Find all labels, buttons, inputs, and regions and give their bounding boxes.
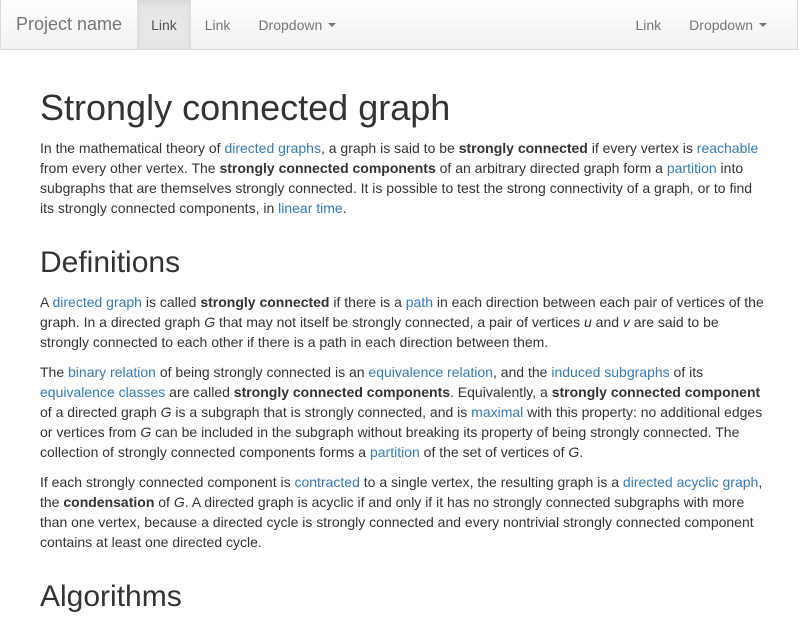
bold-term: strongly connected [458,140,588,156]
text: In the mathematical theory of [40,140,225,156]
link-directed-acyclic-graph[interactable]: directed acyclic graph [622,474,759,490]
italic-var: G [160,404,172,420]
text: is a subgraph that is strongly connected… [171,404,472,420]
nav-link[interactable]: Link [204,16,231,33]
text: If each strongly connected component is [40,474,295,490]
italic-var: G [173,494,185,510]
nav-right-dropdown[interactable]: Dropdown [675,0,781,49]
text: A [40,294,53,310]
text: of [154,494,174,510]
link-partition-2[interactable]: partition [369,444,420,460]
text: that may not itself be strongly connecte… [215,314,584,330]
text: of being strongly connected is an [155,364,369,380]
nav-dropdown[interactable]: Dropdown [244,0,350,49]
section-heading-algorithms: Algorithms [40,580,182,613]
nav-right-dropdown-label: Dropdown [689,16,753,33]
nav-left: Link Link Dropdown [137,0,350,49]
bold-term: strongly connected components [233,384,451,400]
nav-dropdown-label: Dropdown [258,16,323,33]
text: is called [141,294,201,310]
link-reachable[interactable]: reachable [696,140,759,156]
bold-term: condensation [63,494,155,510]
navbar-spacer [350,0,621,49]
link-maximal[interactable]: maximal [471,404,524,420]
link-path[interactable]: path [405,294,433,310]
italic-var: G [568,444,580,460]
link-binary-relation[interactable]: binary relation [68,364,156,380]
italic-var: G [140,424,152,440]
text: of an arbitrary directed graph form a [435,160,667,176]
text: in each direction between each pair of v… [40,294,764,330]
page-title: Strongly connected graph [40,87,451,128]
intro-paragraph: In the mathematical theory of directed g… [40,138,764,218]
definitions-paragraph-3: If each strongly connected component is … [40,472,764,552]
nav-right: Link Dropdown [621,0,781,49]
brand-link[interactable]: Project name [16,14,123,34]
link-directed-graphs[interactable]: directed graphs [224,140,321,156]
text: of its [669,364,704,380]
navbar: Project name Link Link Dropdown Link Dro… [0,0,798,50]
text: and [591,314,623,330]
text: , and the [492,364,552,380]
bold-term: strongly connected components [219,160,436,176]
text: if there is a [329,294,406,310]
text: of the set of vertices of [419,444,569,460]
link-linear-time[interactable]: linear time [278,200,343,216]
definitions-paragraph-2: The binary relation of being strongly co… [40,362,764,462]
nav-right-link[interactable]: Link [635,16,662,33]
link-partition[interactable]: partition [666,160,717,176]
text: . [342,200,347,216]
definitions-paragraph-1: A directed graph is called strongly conn… [40,292,764,352]
text: of a directed graph [40,404,161,420]
text: are said to be strongly connected to eac… [40,314,719,350]
text: to a single vertex, the resulting graph … [359,474,623,490]
text: are called [165,384,234,400]
caret-down-icon [328,22,337,27]
italic-var: u [583,314,592,330]
text: . A directed graph is acyclic if and onl… [40,494,754,550]
text: from every other vertex. The [40,160,220,176]
nav-link-active[interactable]: Link [137,0,191,49]
link-directed-graph[interactable]: directed graph [52,294,142,310]
italic-var: v [622,314,630,330]
bold-term: strongly connected [200,294,330,310]
text: into subgraphs that are themselves stron… [40,160,753,216]
text: if every vertex is [587,140,697,156]
text: can be included in the subgraph without … [40,424,740,460]
link-induced-subgraphs[interactable]: induced subgraphs [551,364,670,380]
text: with this property: no additional edges … [40,404,763,440]
section-heading-definitions: Definitions [40,246,181,279]
text: , the [40,474,763,510]
link-equivalence-classes[interactable]: equivalence classes [40,384,166,400]
text: . [579,444,584,460]
link-contracted[interactable]: contracted [294,474,360,490]
text: , a graph is said to be [320,140,459,156]
link-equivalence-relation[interactable]: equivalence relation [368,364,493,380]
caret-down-icon [759,22,767,27]
article: Strongly connected graph In the mathemat… [40,88,764,626]
bold-term: strongly connected component [551,384,761,400]
italic-var: G [204,314,216,330]
text: . Equivalently, a [450,384,552,400]
text: The [40,364,69,380]
